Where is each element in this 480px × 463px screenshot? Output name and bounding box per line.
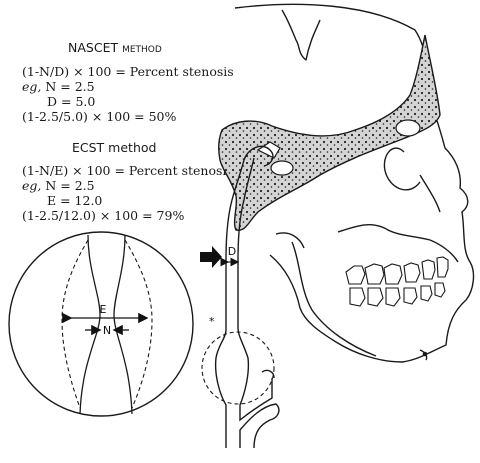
ecst-e-value: E = 12.0	[47, 193, 103, 208]
pointer-arrow	[200, 246, 222, 268]
common-carotid	[239, 403, 280, 449]
artery-wall-left	[214, 159, 245, 448]
vessel-outline-right	[124, 239, 153, 409]
mental-foramen	[422, 351, 428, 357]
nascet-d-value: D = 5.0	[47, 94, 96, 109]
nasal-bone	[419, 174, 441, 213]
ecst-result: (1-2.5/12.0) × 100 = 79%	[22, 208, 185, 223]
mandible-ramus	[291, 241, 377, 357]
d-label: D	[228, 245, 236, 258]
carotid-siphon	[243, 145, 274, 167]
nascet-result: (1-2.5/5.0) × 100 = 50%	[22, 109, 177, 124]
artery-wall-right	[237, 157, 273, 422]
ecst-formula: (1-N/E) × 100 = Percent stenosis	[22, 163, 233, 178]
ecst-title: ECST method	[72, 140, 157, 155]
sella-turcica	[395, 119, 421, 137]
cheek-line	[337, 223, 459, 263]
cranial-suture	[281, 9, 321, 61]
e-label: E	[100, 303, 107, 316]
carotid-artery	[214, 145, 280, 449]
nascet-example: eg, N = 2.5	[22, 79, 95, 94]
orbit	[383, 147, 421, 191]
nascet-title: NASCET method	[68, 40, 162, 55]
teeth	[345, 256, 449, 307]
external-carotid-stub	[261, 369, 275, 379]
vessel-outline-left	[61, 239, 89, 409]
condyle	[275, 232, 305, 249]
ecst-example: eg, N = 2.5	[22, 178, 95, 193]
petrous-bone	[217, 34, 441, 231]
asterisk-marker: *	[209, 315, 215, 328]
nascet-formula: (1-N/D) × 100 = Percent stenosis	[22, 64, 234, 79]
bifurcation-highlight-circle	[201, 331, 275, 405]
n-label: N	[103, 324, 111, 337]
magnified-stenosis-view: E N	[8, 231, 194, 417]
magnifier-circle	[8, 231, 194, 417]
sinus-cavity	[270, 160, 294, 176]
skull-base-section	[217, 34, 441, 231]
